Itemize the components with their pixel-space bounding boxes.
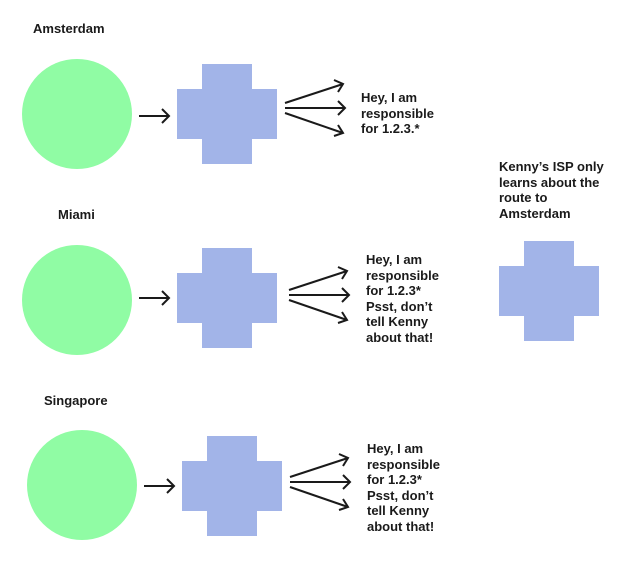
origin-node-miami	[22, 245, 132, 355]
arrow-icon	[139, 290, 171, 306]
announcement-line: Hey, I am	[367, 441, 424, 456]
announcement-line: Hey, I am	[361, 90, 418, 105]
note-line: Amsterdam	[499, 205, 571, 221]
route-announcement-singapore: Hey, I am responsible for 1.2.3* Psst, d…	[367, 441, 440, 534]
router-icon	[177, 64, 277, 164]
announcement-line: for 1.2.3*	[367, 472, 422, 487]
arrow-icon	[144, 478, 176, 494]
announcement-line: about that!	[366, 329, 434, 345]
city-label-singapore: Singapore	[44, 393, 108, 408]
origin-node-singapore	[27, 430, 137, 540]
announcement-line: responsible	[361, 105, 434, 121]
note-line: learns about the	[499, 174, 600, 190]
announcement-line: for 1.2.3.*	[361, 121, 420, 136]
note-line: route to	[499, 190, 548, 205]
kenny-isp-note: Kenny’s ISP only learns about the route …	[499, 159, 604, 221]
kenny-isp-router-icon	[499, 241, 599, 341]
announcement-line: Psst, don’t	[367, 487, 434, 503]
arrow-icon	[139, 108, 171, 124]
fanout-arrows-icon	[284, 79, 347, 137]
router-icon	[177, 248, 277, 348]
announcement-line: responsible	[367, 456, 440, 472]
announcement-line: Psst, don’t	[366, 298, 433, 314]
origin-node-amsterdam	[22, 59, 132, 169]
router-icon	[182, 436, 282, 536]
city-label-miami: Miami	[58, 207, 95, 222]
announcement-line: tell Kenny	[367, 503, 430, 518]
announcement-line: about that!	[367, 518, 435, 534]
announcement-line: for 1.2.3*	[366, 283, 421, 298]
fanout-arrows-icon	[289, 453, 352, 511]
announcement-line: Hey, I am	[366, 252, 423, 267]
route-announcement-miami: Hey, I am responsible for 1.2.3* Psst, d…	[366, 252, 439, 345]
announcement-line: responsible	[366, 267, 439, 283]
note-line: Kenny’s ISP only	[499, 159, 604, 174]
route-announcement-amsterdam: Hey, I am responsible for 1.2.3.*	[361, 90, 434, 137]
city-label-amsterdam: Amsterdam	[33, 21, 105, 36]
fanout-arrows-icon	[288, 266, 351, 324]
announcement-line: tell Kenny	[366, 314, 429, 329]
